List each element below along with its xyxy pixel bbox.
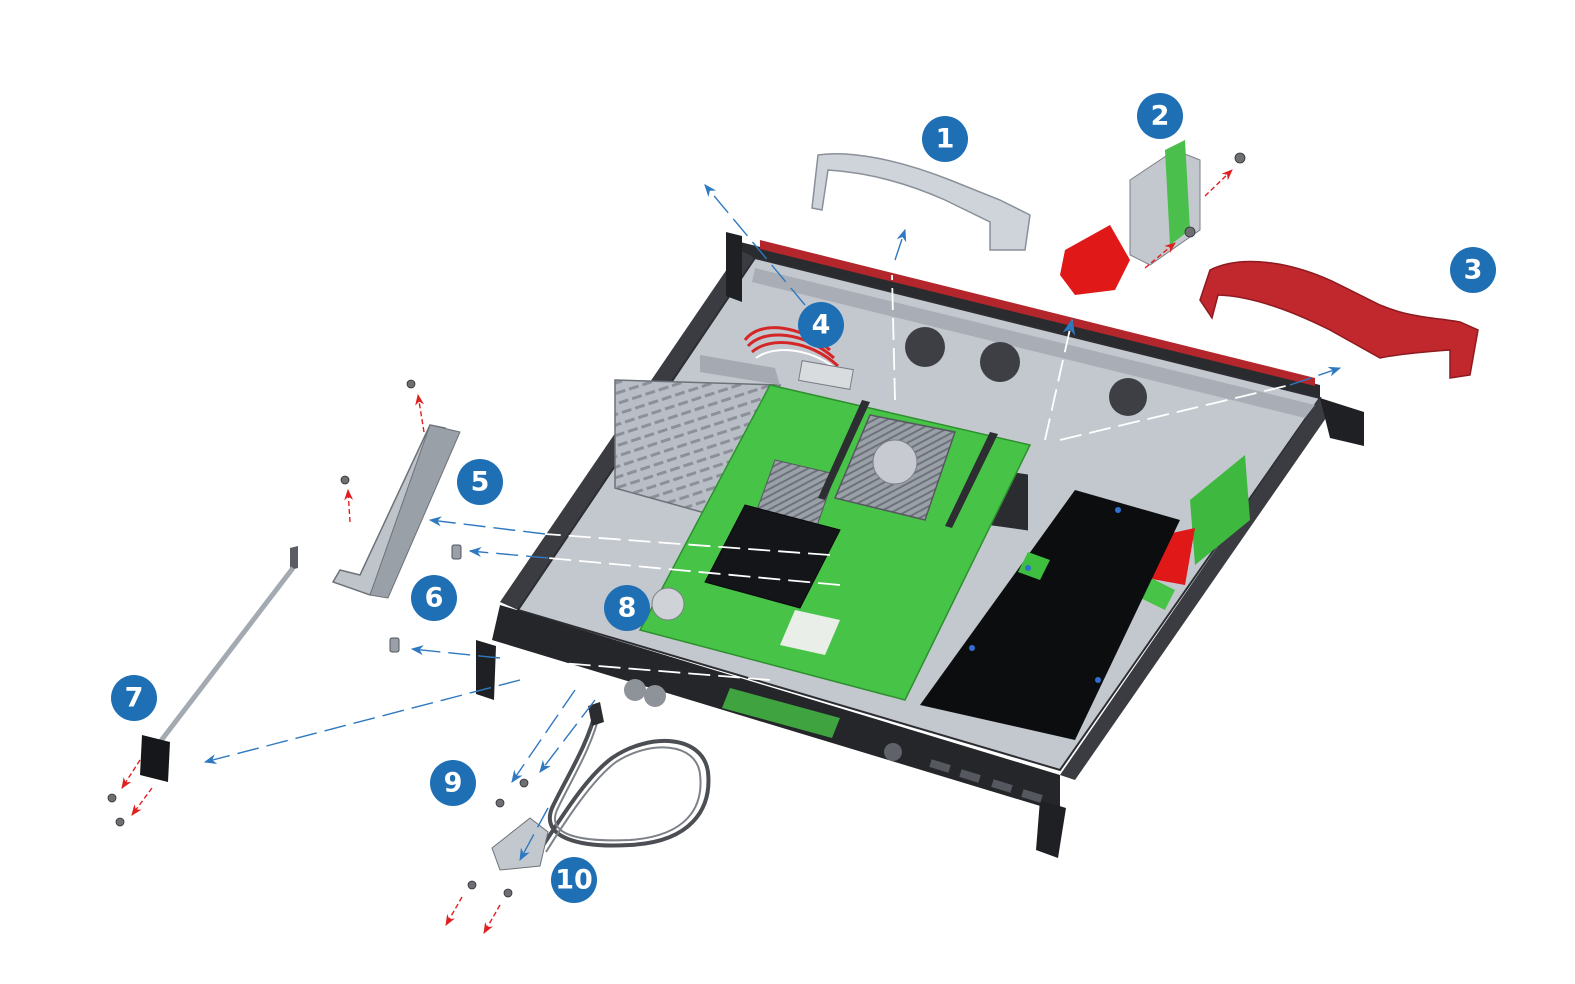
arrow-6-upper [468,546,549,559]
part-2-connector-bracket [1060,140,1246,295]
part-1-ribbon-cable-gray [811,152,1031,251]
rack-ear-right-back [1320,398,1364,446]
display-assembly [920,490,1180,740]
callout-7: 7 [111,675,157,721]
part-5-rail-bracket [331,379,461,599]
part-9-screw-b [495,798,505,808]
part-6-standoff-b [389,637,400,653]
callout-5: 5 [457,459,503,505]
rack-ear-left-back [726,232,742,302]
part-3-ribbon-cable-red [1199,260,1479,379]
front-panel-details [624,679,1043,803]
part-10-screw-a [467,880,477,890]
svg-text:6: 6 [425,583,444,614]
arrow-9-a [511,689,576,784]
red-arrow-7-b [131,787,153,816]
callout-4: 4 [798,302,844,348]
front-port-2 [959,769,981,783]
red-arrow-5-left [344,488,354,523]
part-2-red-connector [1060,225,1130,295]
svg-text:10: 10 [555,865,593,896]
bnc-connector-2 [644,685,666,707]
svg-text:4: 4 [812,310,831,341]
board-label [780,610,840,655]
part-10-d-sub-connector [491,817,549,871]
bnc-connector-1 [624,679,646,701]
svg-text:5: 5 [471,467,490,498]
callout-6: 6 [411,575,457,621]
internal-wire-harness [743,326,854,390]
front-display-window [722,688,840,738]
part-2-screw-b [1184,226,1196,238]
cpu-fan-hub [872,439,918,485]
arrow-7-left [203,679,521,765]
arrow-9-b [539,699,596,774]
arrow-3-right [1059,384,1291,441]
rack-ear-left-front [476,640,496,700]
callout-8: 8 [604,585,650,631]
svg-text:1: 1 [936,124,955,155]
arrow-6-lower-white [499,657,771,681]
red-arrow-10-b [483,904,501,934]
arrow-6-upper-white [547,557,841,586]
part-10-cable-assembly [467,702,711,898]
arrow-5-left [428,516,546,535]
main-board [638,384,1032,701]
arrow-6-lower [410,645,501,659]
part-7-connector-block [140,735,170,782]
part-5-screw-left [340,475,350,485]
part-10-screw-b [503,888,513,898]
memory-slot-2 [945,432,998,528]
front-port-3 [991,779,1013,793]
svg-text:7: 7 [125,683,144,714]
red-arrow-2-a [1204,169,1233,197]
svg-text:9: 9 [444,768,463,799]
arrow-1-rail [891,274,896,401]
arrow-5-left-white [544,533,831,556]
svg-text:2: 2 [1151,101,1170,132]
red-arrow-7-a [121,759,141,789]
red-arrow-10-a [445,896,463,926]
svg-text:3: 3 [1464,255,1483,286]
front-knob [884,743,902,761]
chassis-back-wall [740,242,1320,398]
front-port-4 [1021,789,1043,803]
part-7-screw-a [107,793,117,803]
callout-1: 1 [922,116,968,162]
part-9-screw-a [519,778,529,788]
svg-text:8: 8 [618,593,637,624]
callout-3: 3 [1450,247,1496,293]
part-7-internal-cable [107,546,298,827]
callout-badges: 1 2 3 4 5 6 7 8 [111,93,1496,903]
arrow-10-down [519,807,549,862]
part-7-screw-b [115,817,125,827]
memory-slot-1 [818,400,870,500]
assembly-arrows-blue [203,184,1342,862]
arrow-1-up [894,228,907,261]
part-10-strain-relief [588,702,604,726]
chassis-back-red-strip [760,240,1315,386]
callout-2: 2 [1137,93,1183,139]
arrow-4-up [704,184,806,306]
coin-battery [651,587,685,621]
front-port-1 [929,759,951,773]
part-2-screw-a [1234,152,1246,164]
part-6-standoffs [389,544,462,653]
arrow-2-up [1044,318,1076,441]
red-arrow-2-b [1144,242,1176,269]
callout-9: 9 [430,760,476,806]
rack-ear-right-front [1036,800,1066,858]
red-arrow-5-top [415,393,425,433]
chassis-right-wall [1060,398,1335,780]
screw-arrows-red [121,169,1233,934]
part-5-screw-top [406,379,416,389]
part-6-standoff-a [451,544,462,560]
callout-10: 10 [551,857,597,903]
arrow-3-right-head [1289,366,1342,386]
